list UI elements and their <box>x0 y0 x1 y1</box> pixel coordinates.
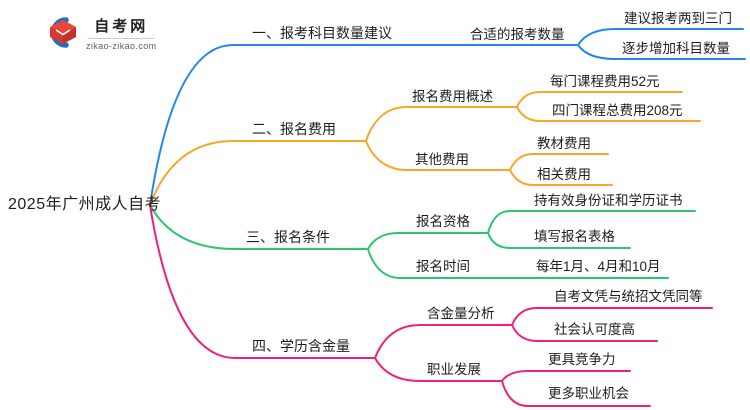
node-related-fee[interactable]: 相关费用 <box>537 167 591 182</box>
node-fee-overview[interactable]: 报名费用概述 <box>412 89 493 104</box>
node-subject-count-advice[interactable]: 一、报考科目数量建议 <box>252 25 392 41</box>
node-other-fees[interactable]: 其他费用 <box>415 152 469 167</box>
node-eligibility[interactable]: 报名资格 <box>416 214 470 229</box>
node-diploma-value[interactable]: 四、学历含金量 <box>252 338 350 354</box>
node-social-recognition[interactable]: 社会认可度高 <box>554 322 635 337</box>
graduation-cap-icon <box>50 17 76 48</box>
node-registration-requirements[interactable]: 三、报名条件 <box>246 229 330 245</box>
node-registration-fee[interactable]: 二、报名费用 <box>252 121 336 137</box>
node-suitable-count[interactable]: 合适的报考数量 <box>470 27 565 42</box>
logo-divider <box>88 38 155 39</box>
node-two-to-three-courses[interactable]: 建议报考两到三门 <box>624 11 732 26</box>
node-more-opportunities[interactable]: 更多职业机会 <box>548 386 629 401</box>
node-registration-time[interactable]: 报名时间 <box>416 259 470 274</box>
node-id-and-diploma[interactable]: 持有效身份证和学历证书 <box>534 193 683 208</box>
node-total-fee-four-courses[interactable]: 四门课程总费用208元 <box>552 103 683 118</box>
node-career-development[interactable]: 职业发展 <box>427 362 481 377</box>
node-equal-to-regular-diploma[interactable]: 自考文凭与统招文凭同等 <box>554 289 703 304</box>
node-fee-per-course[interactable]: 每门课程费用52元 <box>550 74 660 89</box>
logo-title: 自考网 <box>94 18 149 35</box>
node-months[interactable]: 每年1月、4月和10月 <box>536 259 661 274</box>
node-fill-form[interactable]: 填写报名表格 <box>534 229 615 244</box>
logo-domain: zikao-zikao.com <box>86 41 157 51</box>
logo-text: 自考网 zikao-zikao.com <box>86 15 157 51</box>
root-node[interactable]: 2025年广州成人自考 <box>8 196 162 213</box>
node-more-competitive[interactable]: 更具竞争力 <box>548 352 616 367</box>
node-value-analysis[interactable]: 含金量分析 <box>427 306 495 321</box>
site-logo: 自考网 zikao-zikao.com <box>42 13 157 53</box>
node-textbook-fee[interactable]: 教材费用 <box>537 136 591 151</box>
node-increase-gradually[interactable]: 逐步增加科目数量 <box>622 41 730 56</box>
